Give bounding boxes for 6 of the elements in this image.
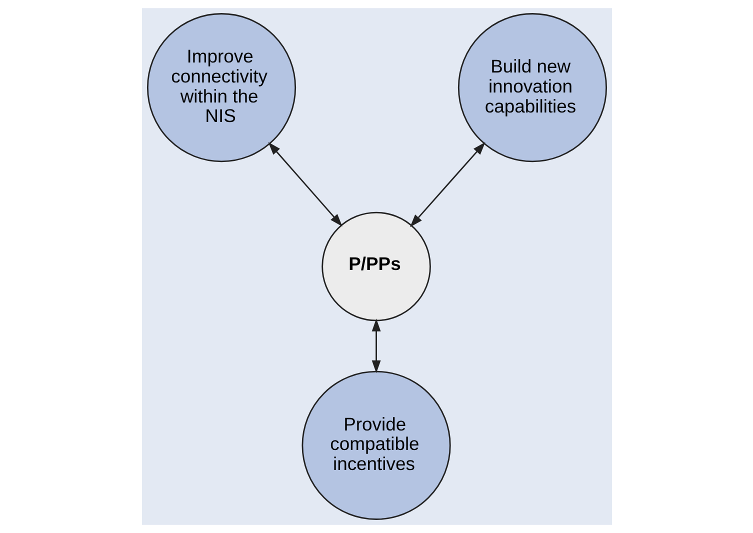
arrow [410, 142, 485, 228]
arrow [371, 318, 380, 374]
arrow [268, 142, 342, 227]
node-circle: Provide compatible incentives [301, 370, 450, 520]
node-circle: Improve connectivity within the NIS [146, 13, 296, 162]
node-circle: Build new innovation capabilities [457, 13, 607, 162]
